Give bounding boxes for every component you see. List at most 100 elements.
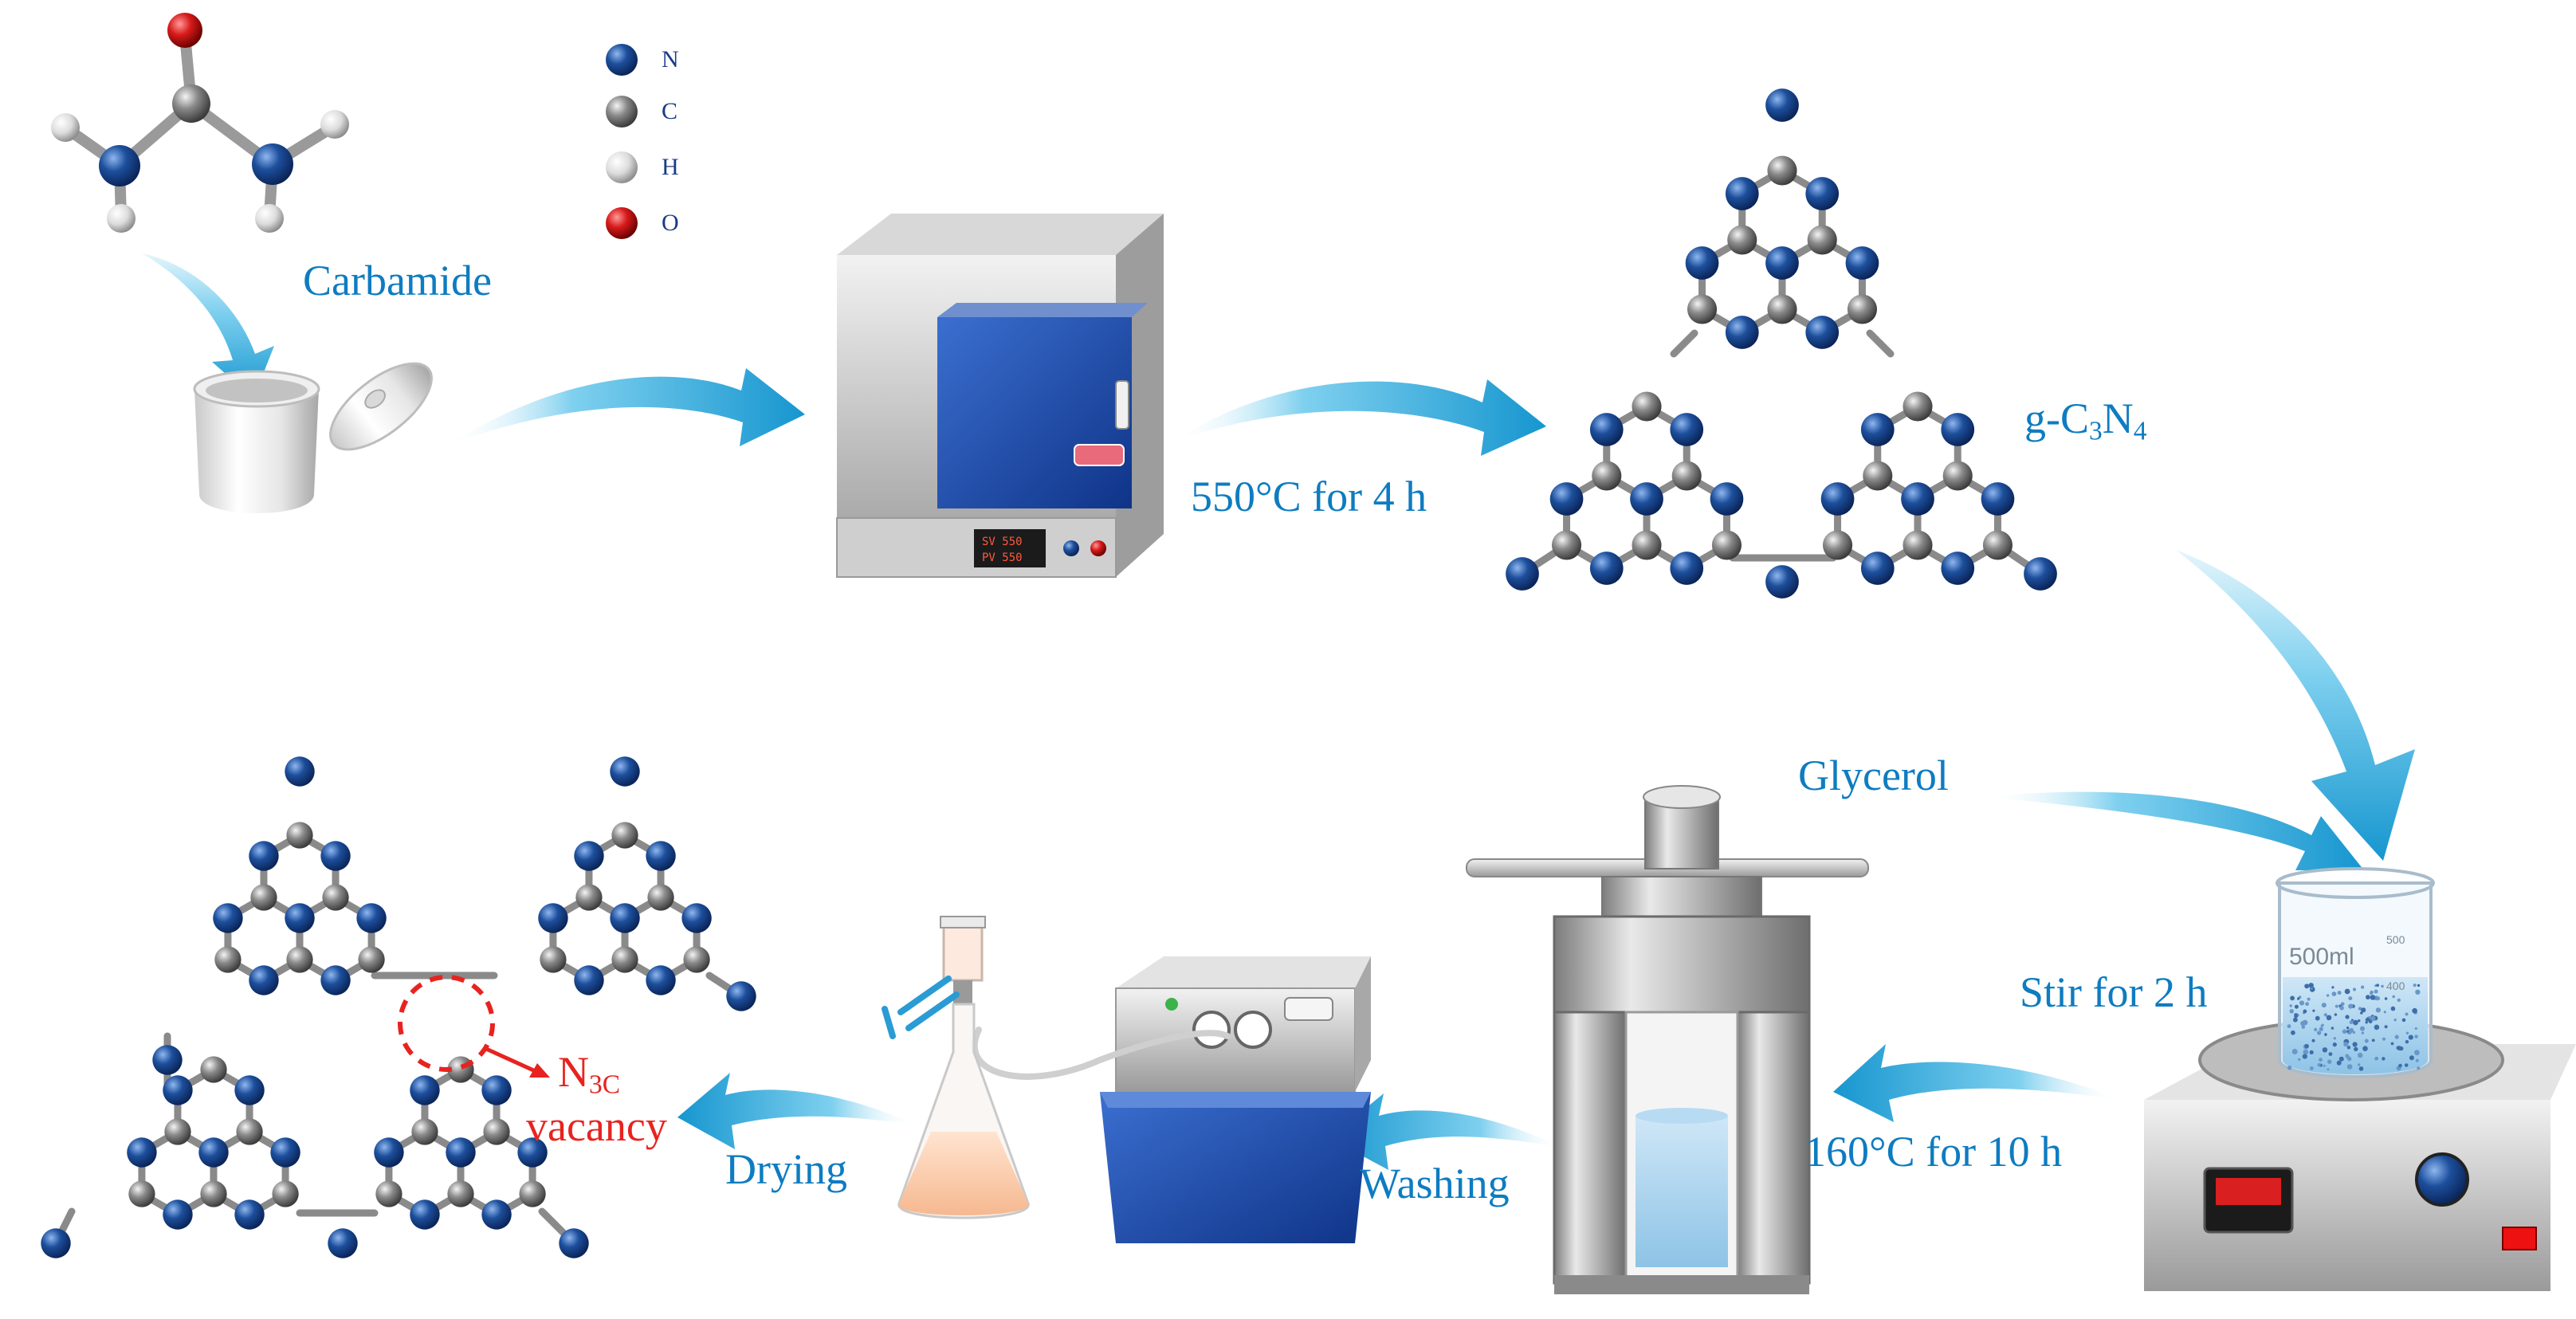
beaker-particle: [2344, 988, 2350, 995]
label-vacancy-sub: 3C: [589, 1070, 621, 1100]
beaker-particle: [2361, 1007, 2366, 1013]
gcn-nitrogen-atom: [1670, 413, 1704, 446]
gcn-carbon-atom: [1903, 391, 1933, 422]
beaker-particle: [2303, 1049, 2309, 1055]
vacancy-network-nitrogen-atom: [127, 1137, 157, 1168]
beaker-particle: [2352, 1042, 2358, 1047]
beaker-particle: [2336, 1060, 2342, 1066]
beaker-particle: [2326, 1015, 2332, 1021]
pump-gauge-right: [1234, 1011, 1272, 1049]
vacancy-network-nitrogen-atom: [234, 1199, 265, 1230]
label-gcn: g-C3N4: [2024, 397, 2146, 445]
arrow-gcn-to-beaker: [2176, 550, 2415, 861]
beaker-particle: [2343, 1042, 2349, 1047]
beaker-particle: [2405, 1040, 2409, 1044]
beaker-particle: [2317, 1063, 2321, 1067]
vacancy-network-nitrogen-atom: [574, 841, 604, 871]
gcn-nitrogen-atom: [1725, 316, 1759, 349]
furnace-door-edge: [937, 303, 1148, 317]
gcn-carbon-atom: [1551, 530, 1582, 560]
gcn-nitrogen-atom: [1685, 246, 1719, 280]
vacancy-network-nitrogen-atom: [517, 1137, 548, 1168]
label-washing: Washing: [1360, 1160, 1510, 1207]
beaker-particle: [2384, 997, 2388, 1000]
gcn-nitrogen-atom: [1549, 482, 1584, 516]
beaker-particle: [2358, 1063, 2361, 1066]
autoclave-shell-top: [1553, 915, 1811, 1014]
gcn-carbon-atom: [1632, 530, 1662, 560]
autoclave-base: [1554, 1275, 1809, 1294]
label-calcination: 550°C for 4 h: [1191, 473, 1427, 520]
label-vacancy-word: vacancy: [526, 1102, 667, 1150]
vacancy-network-carbon-atom: [647, 884, 674, 911]
stirrer-display-readout: [2216, 1178, 2281, 1205]
beaker-particle: [2352, 987, 2357, 991]
arrow-autoclave-to-pump: [1329, 1093, 1562, 1170]
crucible: [193, 362, 433, 513]
gcn-nitrogen-atom: [1765, 565, 1799, 599]
legend-o-swatch: [606, 207, 638, 239]
gcn-nitrogen-atom: [1589, 413, 1624, 446]
gcn-nitrogen-atom: [1506, 557, 1539, 591]
beaker-particle: [2287, 1024, 2291, 1028]
vacancy-network-nitrogen-atom: [198, 1137, 229, 1168]
gcn-carbon-atom: [1767, 155, 1797, 186]
beaker-particle: [2312, 1009, 2315, 1012]
beaker-particle: [2289, 1004, 2292, 1007]
vacancy-network-nitrogen-atom: [356, 903, 387, 933]
gcn-carbon-atom: [1687, 294, 1718, 324]
vacancy-network-nitrogen-atom: [41, 1228, 71, 1258]
vacancy-network-nitrogen-atom: [328, 1228, 358, 1258]
autoclave-liquid-surface: [1636, 1108, 1728, 1124]
beaker-particle: [2405, 1031, 2409, 1035]
crucible-lid: [329, 362, 433, 451]
beaker-particle: [2333, 1037, 2336, 1040]
autoclave-screw-top: [1643, 785, 1721, 809]
vacancy-network-nitrogen-atom: [726, 981, 756, 1011]
stirrer-front: [2144, 1100, 2550, 1291]
arrow-flask-to-product: [677, 1073, 917, 1149]
beaker-particle: [2338, 1056, 2344, 1062]
beaker-particle: [2304, 983, 2310, 989]
beaker-particle: [2332, 1042, 2337, 1047]
gcn-bridge-bond: [1670, 329, 1698, 358]
beaker-particles: [2287, 983, 2421, 1071]
gcn-nitrogen-atom: [1589, 552, 1624, 585]
beaker-particle: [2307, 997, 2311, 1001]
arrow-furnace-to-gcn: [1172, 379, 1546, 456]
vacancy-network-carbon-atom: [540, 946, 567, 973]
beaker-particle: [2334, 1013, 2338, 1016]
beaker-liquid: [2283, 977, 2428, 1074]
carbamide-molecule: [51, 13, 349, 233]
legend-n-swatch: [606, 44, 638, 76]
carbamide-hydrogen-atom: [255, 204, 284, 233]
gcn-nitrogen-atom: [1765, 88, 1799, 122]
legend-o-label: O: [662, 210, 679, 236]
beaker-particle: [2297, 997, 2300, 1000]
beaker-particle: [2360, 1011, 2363, 1015]
legend-c-label: C: [662, 98, 678, 124]
beaker-particle: [2382, 1037, 2386, 1041]
beaker-particle: [2408, 1034, 2413, 1040]
beaker-particle: [2311, 1038, 2315, 1042]
gcn-carbon-atom: [1671, 461, 1702, 491]
gcn-nitrogen-atom: [1981, 482, 2015, 516]
beaker-particle: [2304, 1044, 2309, 1049]
pump-top: [1116, 956, 1371, 988]
beaker-particle: [2393, 1019, 2397, 1022]
beaker-particle: [2353, 1019, 2358, 1026]
beaker-particle: [2361, 1031, 2365, 1034]
beaker-particle: [2328, 1052, 2333, 1056]
gcn-nitrogen-atom: [1860, 552, 1895, 585]
beaker-particle: [2349, 1027, 2354, 1033]
beaker-particle: [2316, 1030, 2322, 1035]
beaker: 500ml 500 400: [2276, 867, 2435, 1078]
vacancy-network-carbon-atom: [611, 822, 638, 849]
beaker-particle: [2412, 1007, 2417, 1014]
gcn-nitrogen-atom: [1860, 413, 1895, 446]
beaker-particle: [2348, 1003, 2354, 1009]
legend-n-label: N: [662, 46, 679, 73]
gcn-bridge-bond: [1866, 329, 1895, 358]
beaker-particle: [2346, 1064, 2353, 1070]
